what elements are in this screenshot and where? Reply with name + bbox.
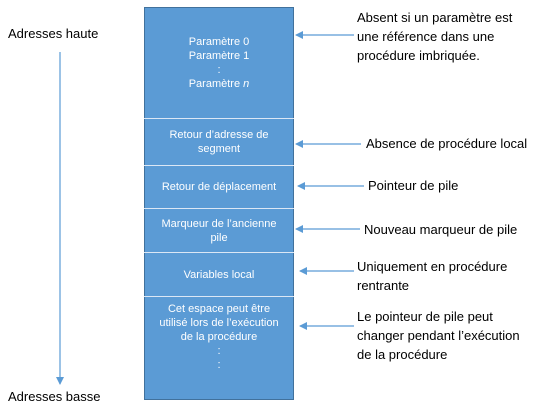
low-addresses-label: Adresses basse (8, 389, 101, 404)
annotation-stack-pointer: Pointeur de pile (368, 178, 459, 193)
param-0: Paramètre 0 (188, 36, 250, 48)
stack-frame (144, 7, 294, 400)
param-dots: : (217, 64, 221, 76)
annotation-absent-parameter: Absent si un paramètre est une référence… (357, 10, 513, 63)
param-1: Paramètre 1 (188, 50, 250, 62)
separator (144, 208, 294, 209)
separator (144, 252, 294, 253)
separator (144, 296, 294, 297)
block-segment-return: Retour d’adresse de segment (169, 129, 269, 155)
block-work-space: Cet espace peut être utilisé lors de l’e… (159, 303, 279, 371)
annotation-reentrant-only: Uniquement en procédure rentrante (357, 259, 508, 293)
block-local-variables: Variables local (183, 268, 255, 281)
block-parameters: Paramètre 0 Paramètre 1 : Paramètre n (144, 28, 294, 98)
block-offset-return: Retour de déplacement (161, 181, 277, 193)
annotation-no-local-procedure: Absence de procédure local (366, 136, 528, 151)
separator (144, 165, 294, 166)
block-old-stack-marker: Marqueur de l’ancienne pile (161, 217, 277, 244)
annotation-new-stack-marker: Nouveau marqueur de pile (364, 222, 518, 237)
param-n: Paramètre n (188, 78, 250, 90)
separator (144, 118, 294, 119)
annotation-stack-pointer-changes: Le pointeur de pile peut changer pendant… (357, 309, 520, 362)
high-addresses-label: Adresses haute (8, 26, 99, 41)
